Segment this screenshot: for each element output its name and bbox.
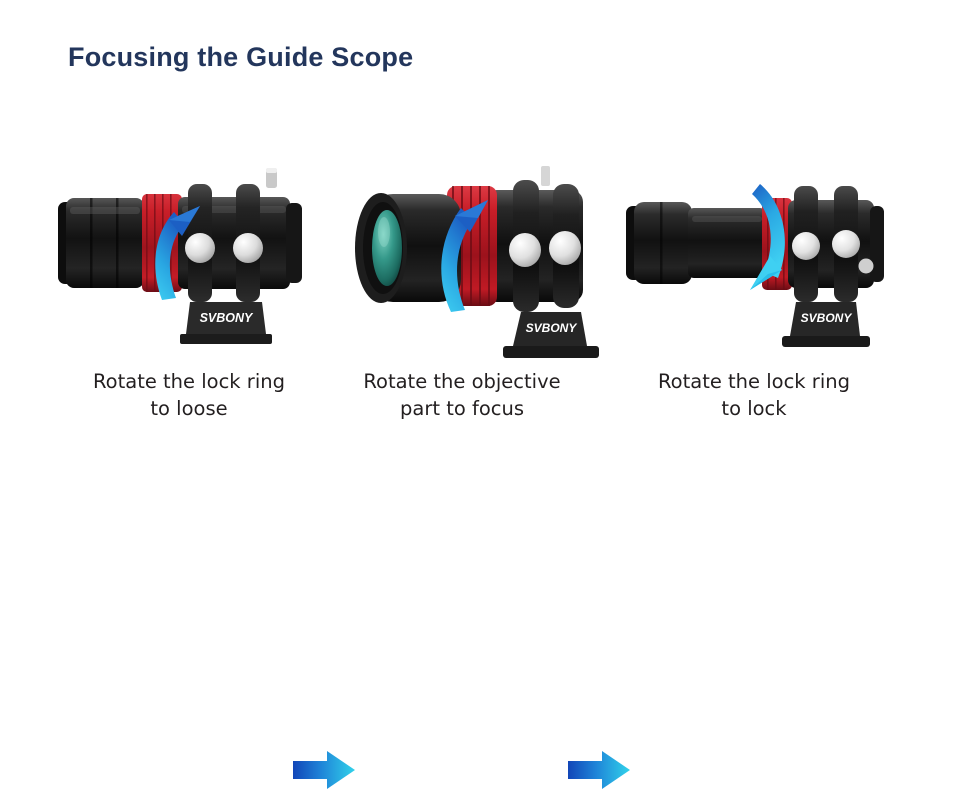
step-1-caption-line-1: Rotate the lock ring [93, 370, 285, 393]
brand-label-step-1: SVBONY [200, 311, 254, 325]
brand-label-step-3: SVBONY [801, 311, 853, 325]
curved-rotation-arrow-up-icon [441, 200, 488, 312]
curved-rotation-arrow-up-icon [155, 206, 200, 300]
step-3-caption-line-1: Rotate the lock ring [658, 370, 850, 393]
step-3-illustration: SVBONY [620, 150, 920, 380]
step-2-illustration: SVBONY [335, 150, 635, 380]
step-3-caption: Rotate the lock ring to lock [614, 368, 894, 422]
step-2-caption: Rotate the objective part to focus [322, 368, 602, 422]
step-connector-arrow-1 [293, 750, 355, 790]
caption-row: Rotate the lock ring to loose Rotate the… [0, 368, 970, 789]
right-arrow-icon [293, 751, 355, 789]
steps-illustration-row: SVBONY [0, 150, 970, 380]
right-arrow-icon [568, 751, 630, 789]
step-1-caption-line-2: to loose [150, 397, 228, 420]
curved-rotation-arrow-down-icon [750, 184, 785, 290]
step-1-caption: Rotate the lock ring to loose [49, 368, 329, 422]
step-2-caption-line-2: part to focus [400, 397, 524, 420]
step-2-caption-line-1: Rotate the objective [363, 370, 561, 393]
brand-label-step-2: SVBONY [526, 321, 578, 335]
step-1-illustration: SVBONY [50, 150, 350, 380]
step-connector-arrow-2 [568, 750, 630, 790]
page-title: Focusing the Guide Scope [68, 42, 414, 72]
step-3-caption-line-2: to lock [721, 397, 787, 420]
